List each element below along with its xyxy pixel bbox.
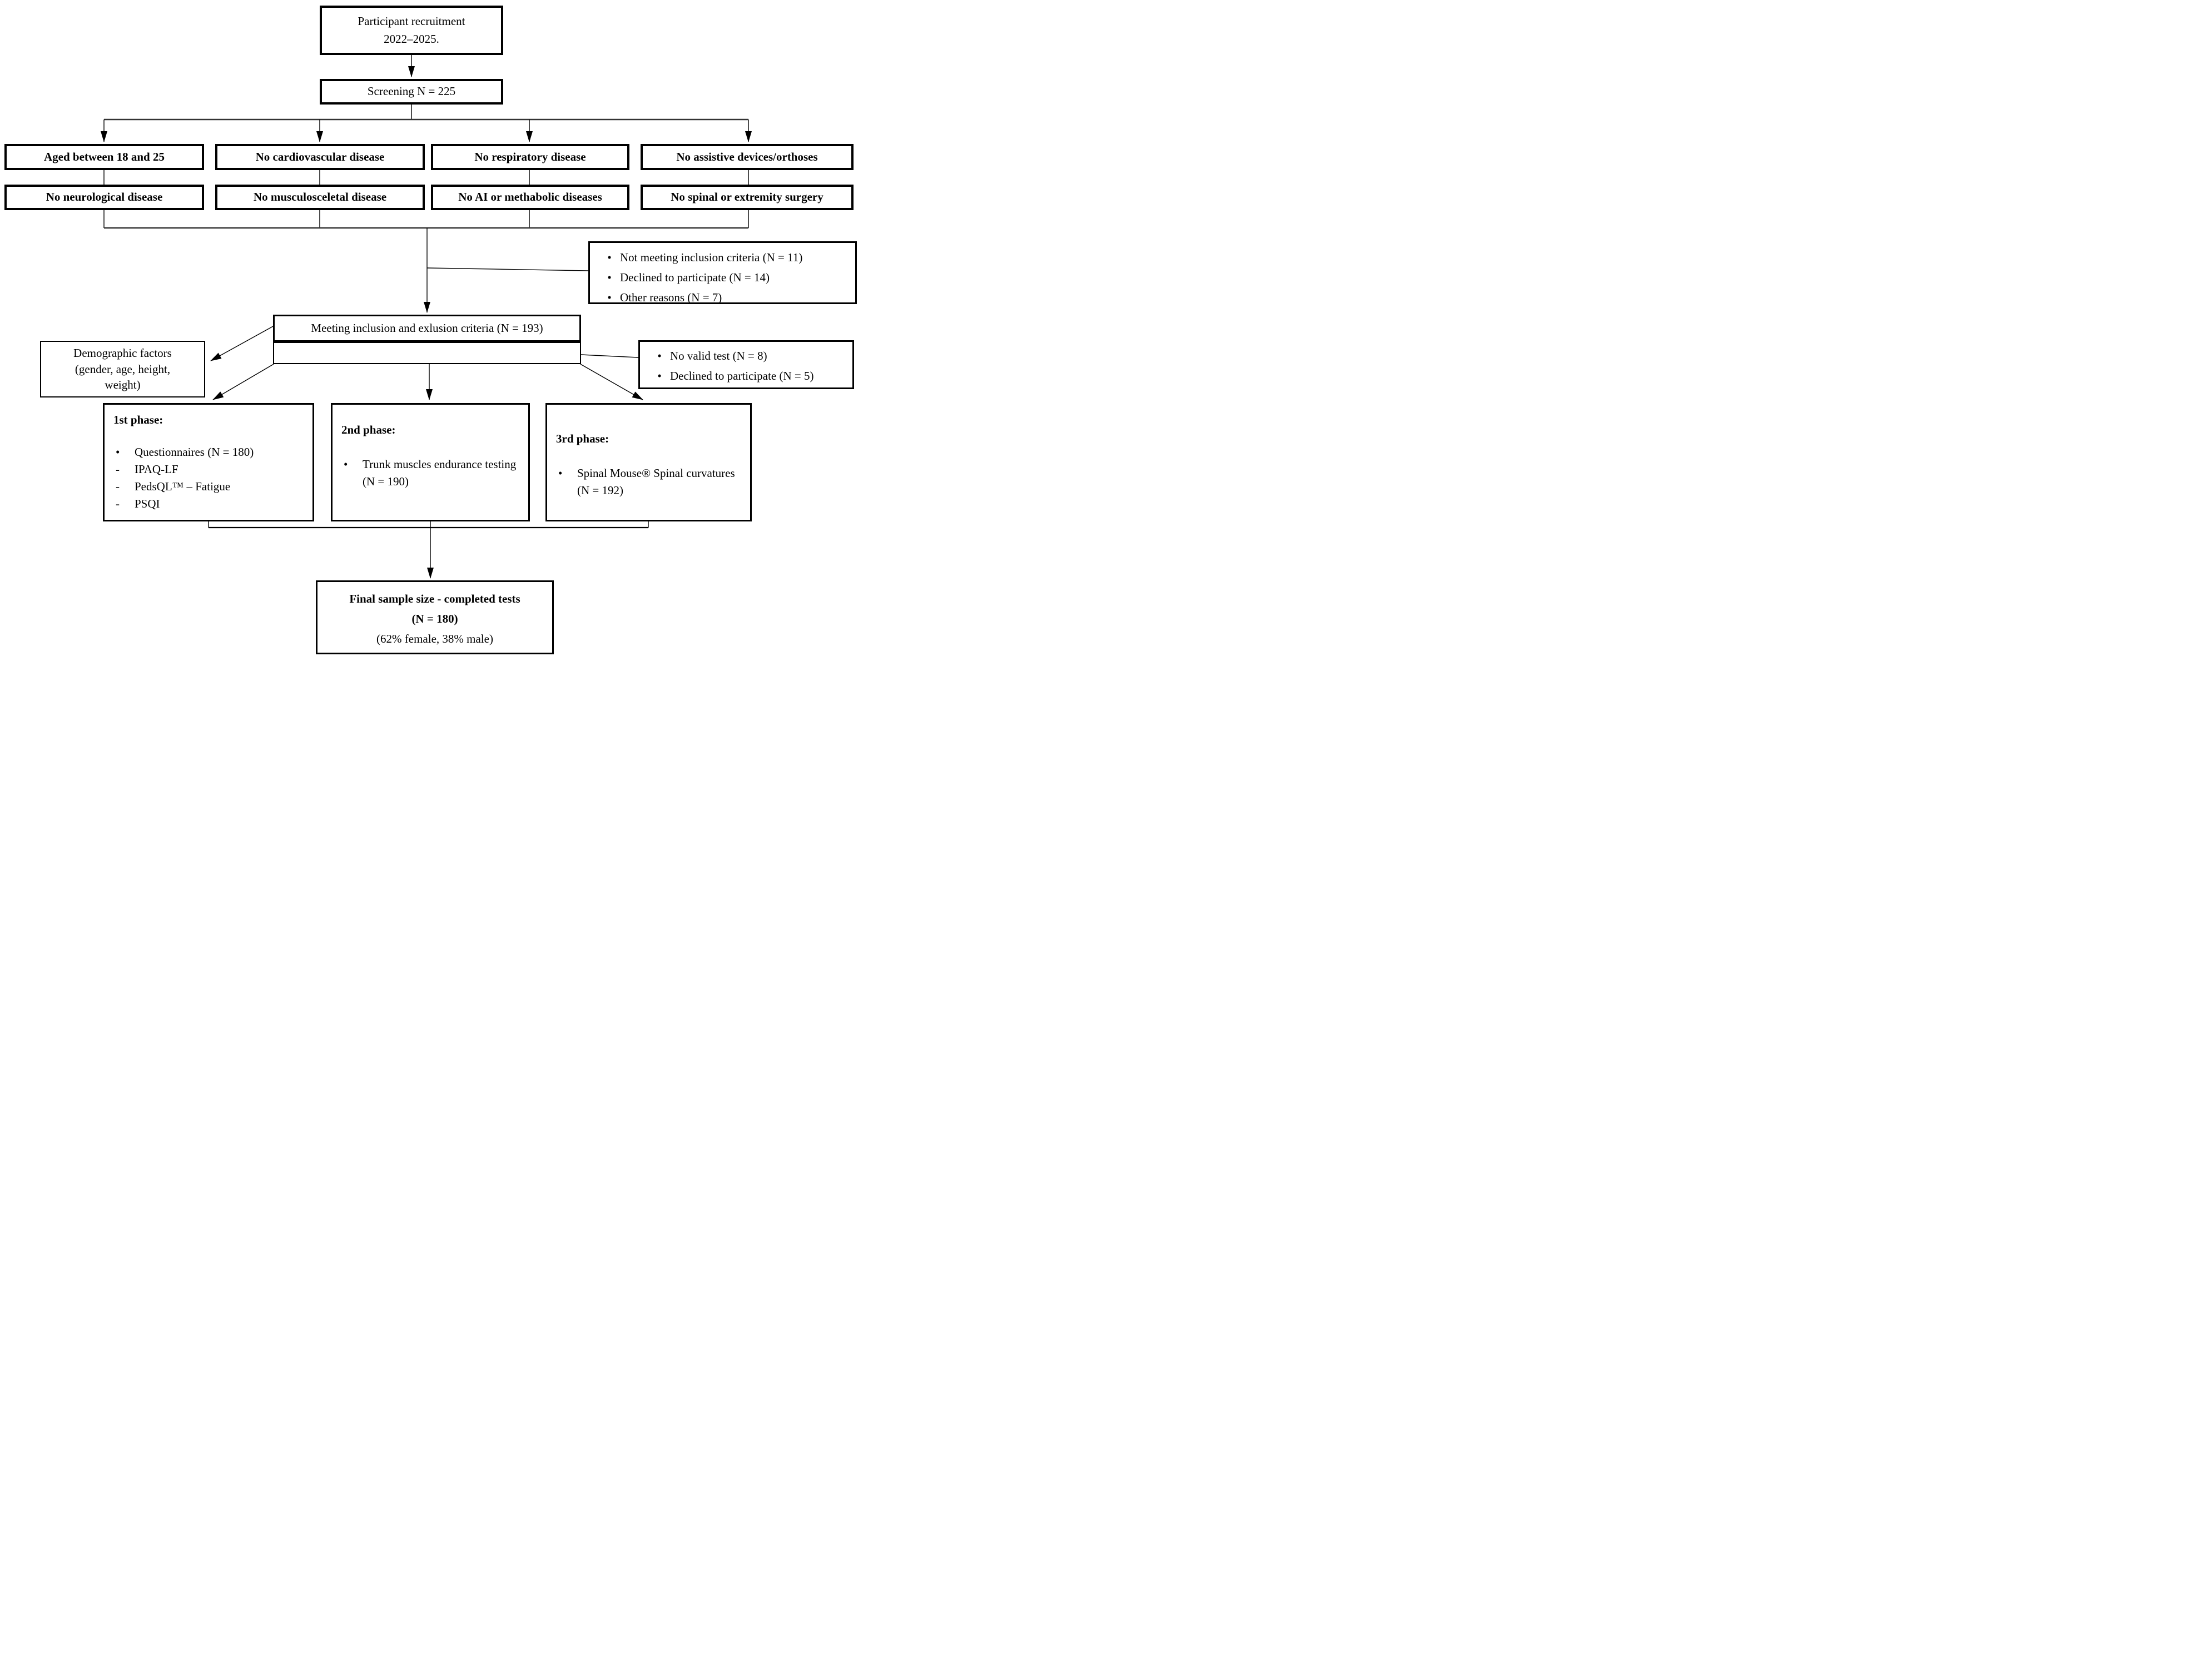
phase3-title: 3rd phase: bbox=[556, 432, 609, 445]
list-item: • Declined to participate (N = 5) bbox=[649, 366, 847, 386]
bullet-icon: • bbox=[657, 369, 662, 382]
screening-exclusions-box: • Not meeting inclusion criteria (N = 11… bbox=[588, 241, 857, 304]
bullet-icon: • bbox=[657, 349, 662, 362]
meeting-criteria-box: Meeting inclusion and exlusion criteria … bbox=[273, 315, 581, 342]
criteria-assistive-label: No assistive devices/orthoses bbox=[676, 150, 818, 163]
dash-icon: - bbox=[116, 496, 120, 510]
criteria-box-cardiovascular: No cardiovascular disease bbox=[215, 144, 425, 170]
phase1-box: 1st phase: • Questionnaires (N = 180) - … bbox=[103, 403, 314, 521]
testing-exclusions-box: • No valid test (N = 8) • Declined to pa… bbox=[638, 340, 854, 389]
criteria-box-musculosceletal: No musculosceletal disease bbox=[215, 185, 425, 210]
list-item: • Other reasons (N = 7) bbox=[599, 287, 850, 307]
final-line3: (62% female, 38% male) bbox=[376, 632, 493, 645]
list-item: • Questionnaires (N = 180) bbox=[113, 444, 306, 461]
phase1-title: 1st phase: bbox=[113, 413, 163, 426]
final-sample-box: Final sample size - completed tests (N =… bbox=[316, 580, 554, 654]
criteria-surgery-label: No spinal or extremity surgery bbox=[671, 190, 823, 204]
list-item: • Not meeting inclusion criteria (N = 11… bbox=[599, 247, 850, 267]
criteria-arrows bbox=[101, 120, 752, 228]
bullet-icon: • bbox=[344, 457, 348, 471]
demographics-box: Demographic factors (gender, age, height… bbox=[40, 341, 205, 397]
phase3-list: • Spinal Mouse® Spinal curvatures (N = 1… bbox=[556, 465, 743, 499]
meeting-criteria-label: Meeting inclusion and exlusion criteria … bbox=[311, 321, 543, 335]
criteria-age-label: Aged between 18 and 25 bbox=[43, 150, 165, 163]
screening-label: Screening N = 225 bbox=[367, 85, 456, 98]
bullet-icon: • bbox=[607, 251, 612, 264]
criteria-box-assistive: No assistive devices/orthoses bbox=[641, 144, 854, 170]
phase3-box: 3rd phase: • Spinal Mouse® Spinal curvat… bbox=[545, 403, 752, 521]
list-item: - IPAQ-LF bbox=[113, 461, 306, 478]
demographics-line2: (gender, age, height, bbox=[75, 362, 171, 376]
phase-merge bbox=[208, 521, 649, 579]
demographics-line3: weight) bbox=[105, 378, 141, 392]
demographics-line1: Demographic factors bbox=[73, 346, 172, 360]
meeting-branches bbox=[210, 326, 643, 400]
recruitment-line2: 2022–2025. bbox=[384, 32, 439, 46]
criteria-musculosceletal-label: No musculosceletal disease bbox=[253, 190, 387, 204]
phase1-list: • Questionnaires (N = 180) - IPAQ-LF - P… bbox=[113, 444, 306, 513]
criteria-respiratory-label: No respiratory disease bbox=[474, 150, 586, 163]
criteria-box-metabolic: No AI or methabolic diseases bbox=[431, 185, 629, 210]
recruitment-box: Participant recruitment 2022–2025. bbox=[320, 6, 503, 55]
bullet-icon: • bbox=[558, 466, 563, 480]
dash-icon: - bbox=[116, 479, 120, 493]
flowchart-canvas: Participant recruitment 2022–2025. Scree… bbox=[0, 0, 859, 657]
phase2-list: • Trunk muscles endurance testing (N = 1… bbox=[341, 456, 522, 490]
list-item: - PedsQL™ – Fatigue bbox=[113, 478, 306, 495]
meeting-criteria-empty-box bbox=[273, 342, 581, 364]
criteria-neurological-label: No neurological disease bbox=[46, 190, 163, 204]
criteria-metabolic-label: No AI or methabolic diseases bbox=[458, 190, 602, 204]
criteria-box-respiratory: No respiratory disease bbox=[431, 144, 629, 170]
criteria-box-neurological: No neurological disease bbox=[4, 185, 204, 210]
final-line2: (N = 180) bbox=[411, 612, 458, 625]
criteria-cardiovascular-label: No cardiovascular disease bbox=[255, 150, 385, 163]
bullet-icon: • bbox=[116, 445, 120, 459]
phase2-box: 2nd phase: • Trunk muscles endurance tes… bbox=[331, 403, 530, 521]
list-item: • Declined to participate (N = 14) bbox=[599, 267, 850, 287]
list-item: - PSQI bbox=[113, 495, 306, 513]
connector-lines bbox=[101, 55, 752, 579]
bullet-icon: • bbox=[607, 291, 612, 304]
screening-box: Screening N = 225 bbox=[320, 79, 503, 105]
bullet-icon: • bbox=[607, 271, 612, 284]
dash-icon: - bbox=[116, 462, 120, 476]
screening-to-meeting bbox=[424, 228, 589, 313]
list-item: • No valid test (N = 8) bbox=[649, 346, 847, 366]
recruitment-line1: Participant recruitment bbox=[358, 14, 465, 28]
criteria-box-surgery: No spinal or extremity surgery bbox=[641, 185, 854, 210]
list-item: • Trunk muscles endurance testing (N = 1… bbox=[341, 456, 522, 490]
criteria-box-age: Aged between 18 and 25 bbox=[4, 144, 204, 170]
final-line1: Final sample size - completed tests bbox=[349, 592, 520, 605]
phase2-title: 2nd phase: bbox=[341, 423, 396, 436]
list-item: • Spinal Mouse® Spinal curvatures (N = 1… bbox=[556, 465, 743, 499]
